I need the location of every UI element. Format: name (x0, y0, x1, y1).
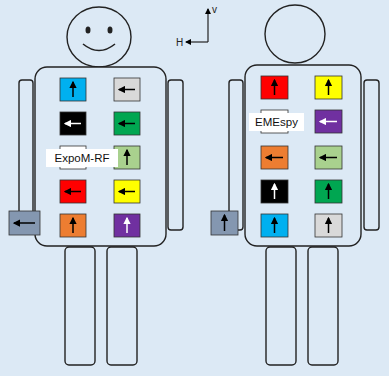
sensor-square (315, 76, 342, 99)
right-figure (229, 5, 379, 365)
direction-arrow (119, 191, 135, 193)
sensor-square (315, 214, 342, 237)
leg (107, 247, 137, 365)
sensor-square (114, 78, 140, 101)
arm (19, 80, 33, 230)
axis-label: H (176, 37, 183, 48)
direction-arrow (274, 218, 276, 233)
direction-arrow (320, 121, 337, 123)
arm (229, 80, 243, 230)
direction-arrow (119, 123, 135, 125)
arm (168, 80, 183, 230)
leg (65, 247, 95, 365)
axis-indicator (186, 9, 208, 42)
sensor-square (261, 76, 288, 99)
sensor-square (315, 180, 342, 203)
sensor-square (261, 146, 288, 169)
direction-arrow (274, 80, 276, 95)
eye (108, 27, 113, 34)
leg (266, 247, 296, 365)
sensor-square (211, 211, 238, 235)
direction-arrow (224, 215, 226, 231)
sensor-square (315, 146, 342, 169)
direction-arrow (72, 82, 74, 97)
direction-arrow (328, 80, 330, 95)
eye (86, 27, 91, 34)
sensor-square (261, 214, 288, 237)
sensor-square (9, 211, 40, 235)
sensor-square (60, 180, 86, 203)
device-label-box: ExpoM-RF (46, 149, 118, 167)
arm (364, 80, 379, 230)
left-figure (19, 7, 183, 365)
direction-arrow (72, 218, 74, 233)
sensor-square (60, 214, 86, 237)
device-name: ExpoM-RF (55, 152, 110, 165)
direction-arrow (65, 191, 81, 193)
direction-arrow (274, 184, 276, 199)
axis-arrow (186, 41, 208, 42)
body (35, 67, 166, 246)
sensor-square (60, 78, 86, 101)
leg (308, 247, 338, 365)
direction-arrow (320, 157, 337, 159)
axis-label: v (212, 4, 217, 15)
head (67, 7, 131, 67)
direction-arrow (266, 157, 283, 159)
sensor-square (114, 180, 140, 203)
direction-arrow (328, 218, 330, 233)
sensor-square (114, 214, 140, 237)
smiley-face (83, 27, 115, 51)
axis-arrow (207, 9, 208, 42)
sensor-square (60, 112, 86, 135)
sensor-squares (9, 76, 342, 237)
sensor-square (315, 110, 342, 133)
sensor-square (114, 112, 140, 135)
direction-arrow (65, 123, 81, 125)
body (245, 65, 361, 246)
smile (83, 44, 115, 51)
direction-arrow (126, 150, 128, 165)
direction-arrow (126, 218, 128, 233)
head (265, 5, 325, 63)
sensor-square (261, 180, 288, 203)
direction-arrow (119, 89, 135, 91)
device-name: EMEspy (255, 116, 298, 129)
device-label-box: EMEspy (249, 113, 304, 131)
direction-arrow (328, 184, 330, 199)
direction-arrow (14, 222, 35, 224)
